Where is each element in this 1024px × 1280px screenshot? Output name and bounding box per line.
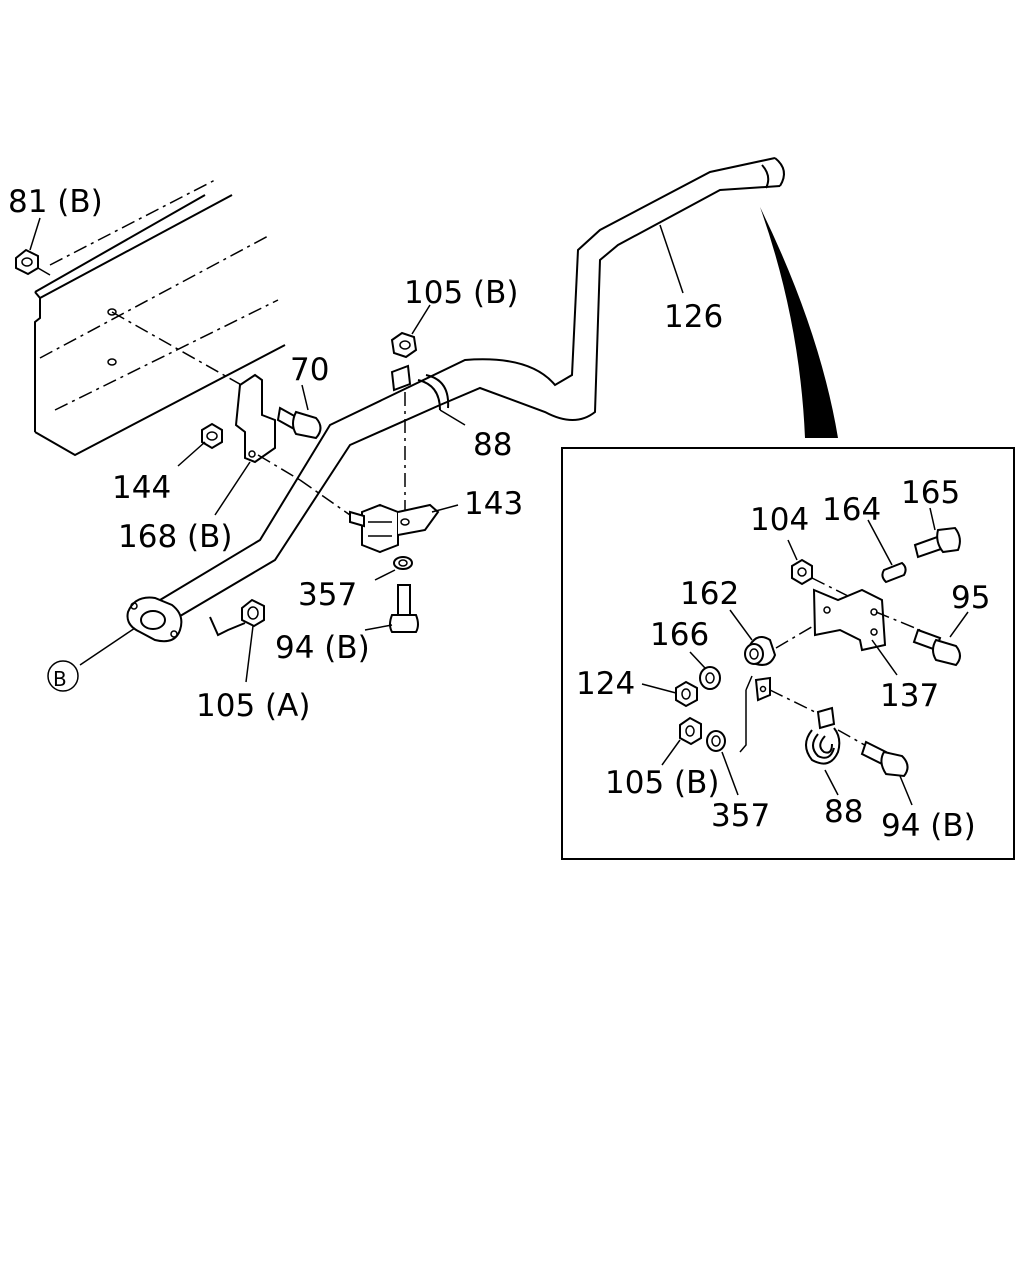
nut-81b [15, 248, 39, 276]
label-105b-top: 105 (B) [404, 275, 518, 311]
bolt-70 [276, 406, 322, 440]
label-137: 137 [880, 678, 939, 714]
label-b: B [53, 667, 67, 691]
label-143: 143 [464, 486, 523, 522]
label-104: 104 [750, 502, 809, 538]
label-70: 70 [290, 352, 329, 388]
detail-box [561, 447, 1015, 860]
label-94b-detail: 94 (B) [881, 808, 976, 844]
label-168b: 168 (B) [118, 519, 232, 555]
rubber-mount-143 [299, 479, 440, 554]
detail-pointer [760, 207, 838, 438]
label-105b-detail: 105 (B) [605, 765, 719, 801]
bolt-94b-main [389, 584, 419, 633]
leader-lines-detail [641, 507, 969, 806]
pipe-flange [126, 596, 246, 643]
clamp-88-main [390, 331, 450, 510]
hanger-bracket-upper [234, 373, 301, 481]
label-81b: 81 (B) [8, 184, 103, 220]
nut-105a [241, 598, 265, 628]
label-95: 95 [951, 580, 990, 616]
labels-detail: 104 164 165 95 162 166 124 137 105 (B) 3… [576, 475, 990, 844]
exhaust-pipe-126 [159, 157, 785, 623]
label-357-detail: 357 [711, 798, 770, 834]
label-164: 164 [822, 492, 881, 528]
frame-rail [34, 179, 286, 457]
label-94b-main: 94 (B) [275, 630, 370, 666]
flange-ref-circle [47, 660, 79, 692]
label-165: 165 [901, 475, 960, 511]
label-126: 126 [664, 299, 723, 335]
leader-lines-main [29, 217, 684, 683]
label-357-main: 357 [298, 577, 357, 613]
label-166: 166 [650, 617, 709, 653]
washer-357-main [393, 556, 413, 570]
label-162: 162 [680, 576, 739, 612]
label-105a: 105 (A) [196, 688, 310, 724]
labels-main: 81 (B) 105 (B) 126 70 88 144 168 (B) 143… [8, 184, 723, 724]
label-88-detail: 88 [824, 794, 863, 830]
label-144: 144 [112, 470, 171, 506]
label-88: 88 [473, 427, 512, 463]
nut-144 [201, 422, 223, 450]
detail-parts [675, 526, 961, 778]
label-124: 124 [576, 666, 635, 702]
